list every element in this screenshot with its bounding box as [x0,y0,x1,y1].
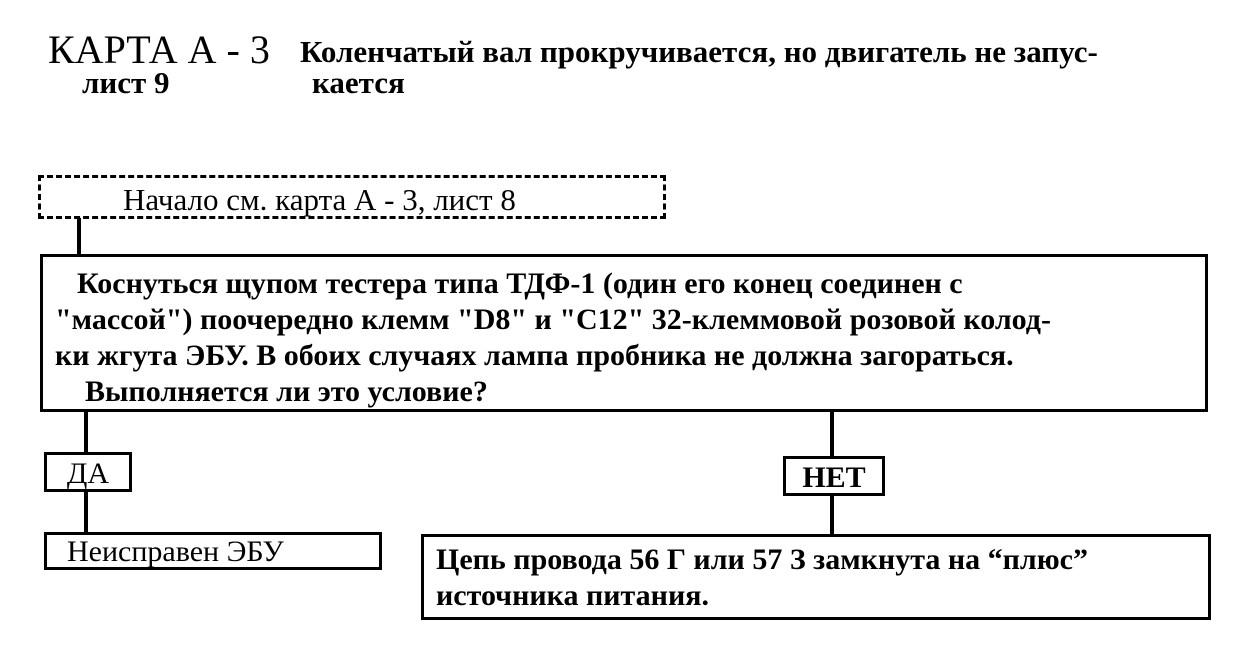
sheet-label: лист 9 [82,65,170,100]
yes-label: ДА [66,457,110,490]
question-box: Коснуться щупом тестера типа ТДФ-1 (один… [40,254,1208,412]
start-reference-text: Начало см. карта А - 3, лист 8 [123,182,516,217]
no-result-line: Цепь провода 56 Г или 57 З замкнута на “… [436,543,1088,576]
connector-question-yes [84,410,88,454]
question-line: Выполняется ли это условие? [85,375,488,408]
question-line: Коснуться щупом тестера типа ТДФ-1 (один… [77,267,963,300]
page-title: Коленчатый вал прокручивается, но двигат… [300,34,1098,69]
connector-start-question [77,218,81,256]
start-reference-box: Начало см. карта А - 3, лист 8 [38,175,666,219]
question-line: "массой") поочередно клемм "D8" и "C12" … [55,303,1051,336]
question-line: ки жгута ЭБУ. В обоих случаях лампа проб… [55,339,1014,372]
no-result-box: Цепь провода 56 Г или 57 З замкнута на “… [421,534,1211,620]
connector-yes-result [84,490,88,534]
yes-label-box: ДА [44,452,132,492]
connector-no-result [830,494,834,536]
yes-result-box: Неисправен ЭБУ [44,532,382,570]
connector-question-no [830,410,834,458]
no-result-line: источника питания. [436,579,709,612]
no-label: НЕТ [802,461,866,494]
card-label: КАРТА А - 3 [48,27,270,72]
no-label-box: НЕТ [783,456,885,496]
page-title-continuation: кается [312,65,405,100]
yes-result-text: Неисправен ЭБУ [67,535,284,568]
